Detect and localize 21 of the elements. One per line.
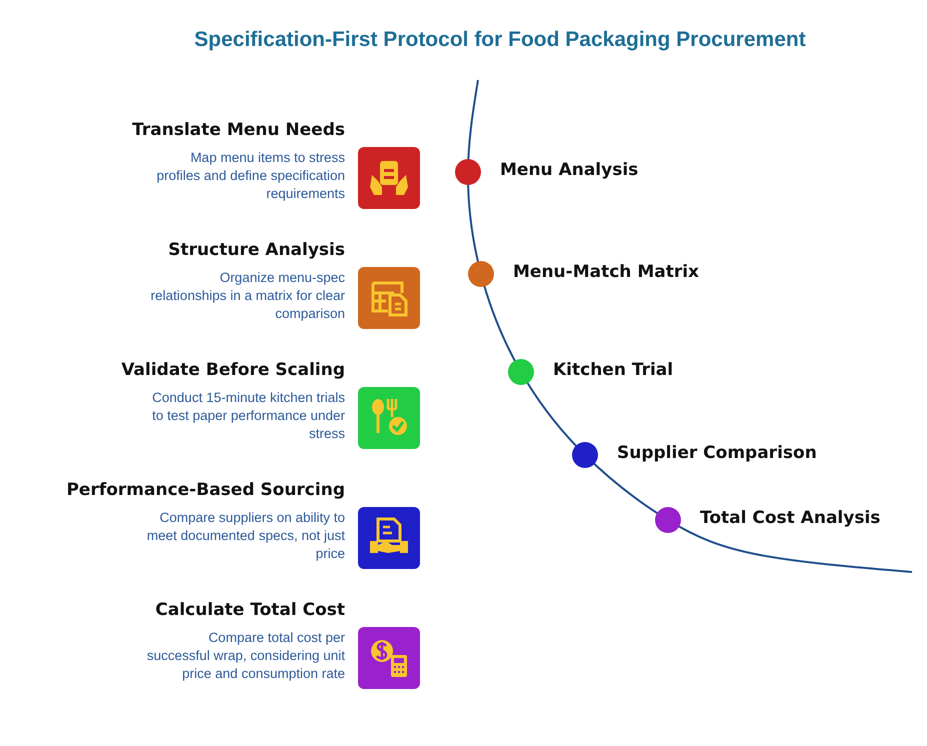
timeline-dot bbox=[572, 442, 598, 468]
timeline-dot bbox=[655, 507, 681, 533]
timeline-dot bbox=[455, 159, 481, 185]
step-heading: Translate Menu Needs bbox=[132, 120, 345, 140]
step-heading: Calculate Total Cost bbox=[155, 600, 345, 620]
step-heading: Validate Before Scaling bbox=[121, 360, 345, 380]
step-heading: Performance-Based Sourcing bbox=[66, 480, 345, 500]
timeline-dot bbox=[508, 359, 534, 385]
milestone-label: Menu Analysis bbox=[500, 160, 638, 180]
step-description: Compare suppliers on ability to meet documented specs, not just price bbox=[146, 509, 345, 563]
step-description: Conduct 15-minute kitchen trials to test paper performance under stress bbox=[151, 389, 345, 443]
title: Specification-First Protocol for Food Packaging Procurement bbox=[193, 28, 807, 52]
step-description: Map menu items to stress profiles and define specification requirements bbox=[156, 149, 345, 203]
step-description: Compare total cost per successful wrap, considering unit price and consumption rate bbox=[146, 629, 345, 683]
milestone-label: Total Cost Analysis bbox=[700, 508, 880, 528]
timeline-dot bbox=[468, 261, 494, 287]
step-description: Organize menu-spec relationships in a matrix for clear comparison bbox=[150, 269, 345, 323]
step-heading: Structure Analysis bbox=[168, 240, 345, 260]
milestone-label: Supplier Comparison bbox=[617, 443, 817, 463]
milestone-label: Menu-Match Matrix bbox=[513, 262, 700, 282]
milestone-label: Kitchen Trial bbox=[553, 360, 674, 380]
